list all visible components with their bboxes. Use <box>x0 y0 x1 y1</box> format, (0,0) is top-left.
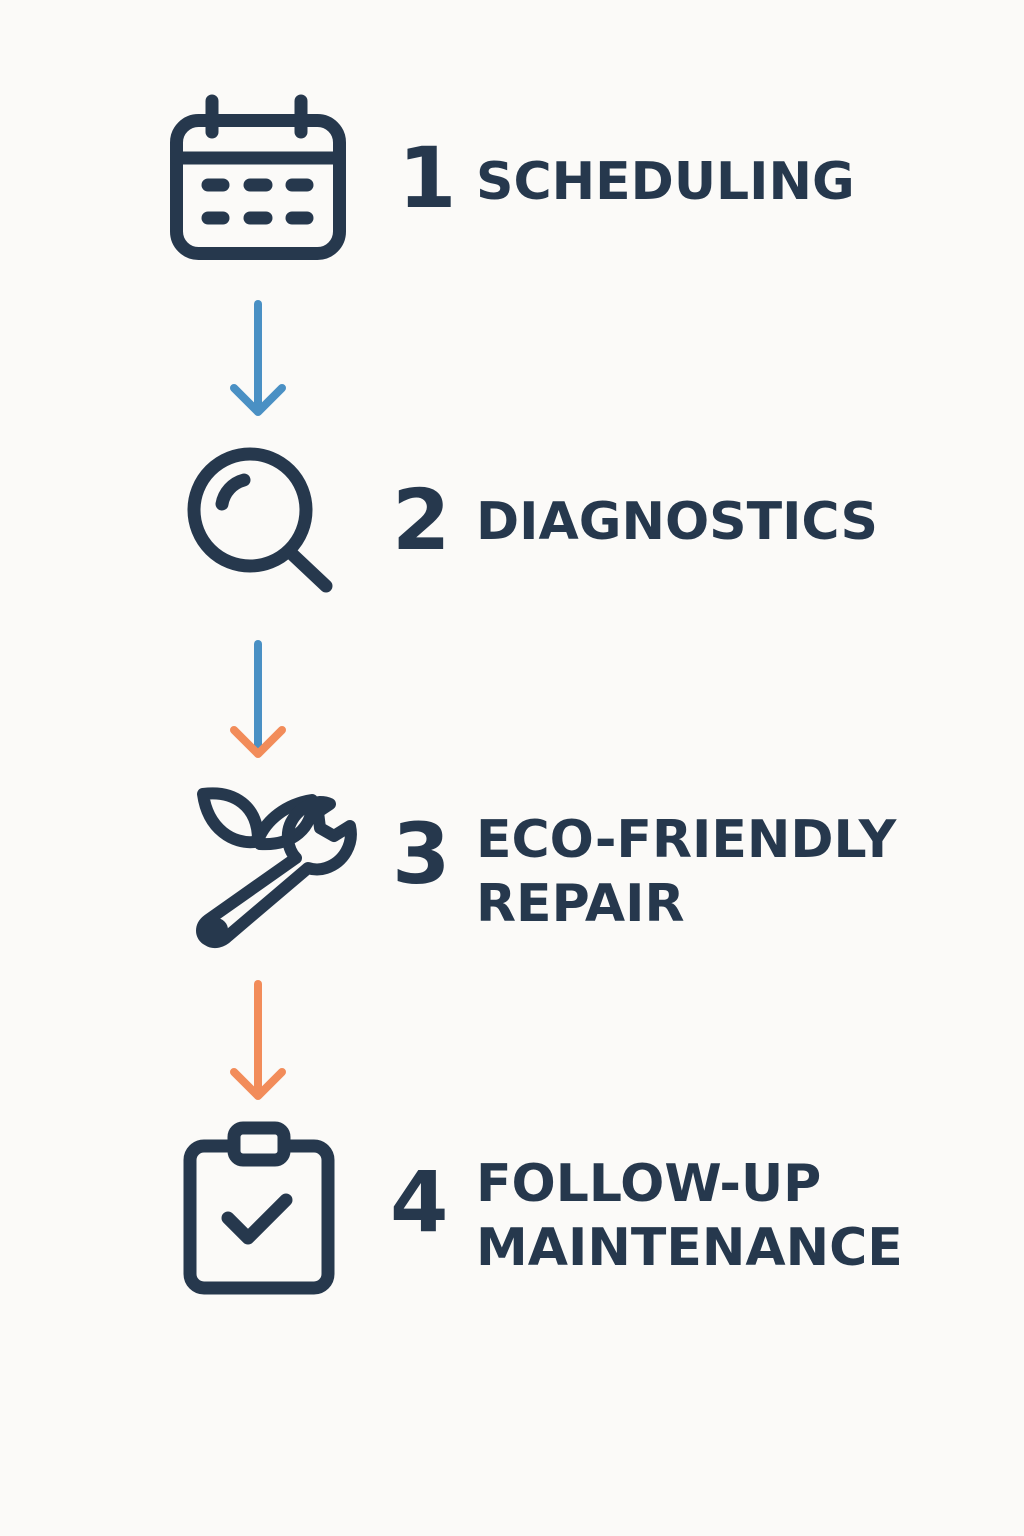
calendar-icon <box>170 94 346 260</box>
step-3-number: 3 <box>392 805 451 903</box>
leaf-wrench-icon <box>196 787 357 949</box>
step-4-label: FOLLOW-UP MAINTENANCE <box>476 1152 903 1280</box>
step-2-label-line-1: DIAGNOSTICS <box>476 492 879 552</box>
magnifier-icon <box>187 447 333 593</box>
step-4-label-line-1: FOLLOW-UP <box>476 1154 822 1214</box>
arrow-3-to-4 <box>230 980 286 1100</box>
step-2-number: 2 <box>392 471 451 569</box>
arrow-1-to-2-head <box>230 384 286 416</box>
step-1-label-line-1: SCHEDULING <box>476 152 855 212</box>
step-1-label: SCHEDULING <box>476 150 855 214</box>
step-3-label-line-2: REPAIR <box>476 874 685 934</box>
step-1-number: 1 <box>398 129 457 227</box>
arrow-1-to-2 <box>230 300 286 416</box>
step-4-number: 4 <box>390 1153 449 1251</box>
arrow-2-to-3 <box>230 640 286 758</box>
step-4-label-line-2: MAINTENANCE <box>476 1218 903 1278</box>
step-2-label: DIAGNOSTICS <box>476 490 878 554</box>
arrow-3-to-4-head <box>230 1068 286 1100</box>
step-3-label: ECO-FRIENDLY REPAIR <box>476 808 896 936</box>
step-3-label-line-1: ECO-FRIENDLY <box>476 810 897 870</box>
clipboard-check-icon <box>183 1121 335 1295</box>
arrow-2-to-3-head <box>230 726 286 758</box>
